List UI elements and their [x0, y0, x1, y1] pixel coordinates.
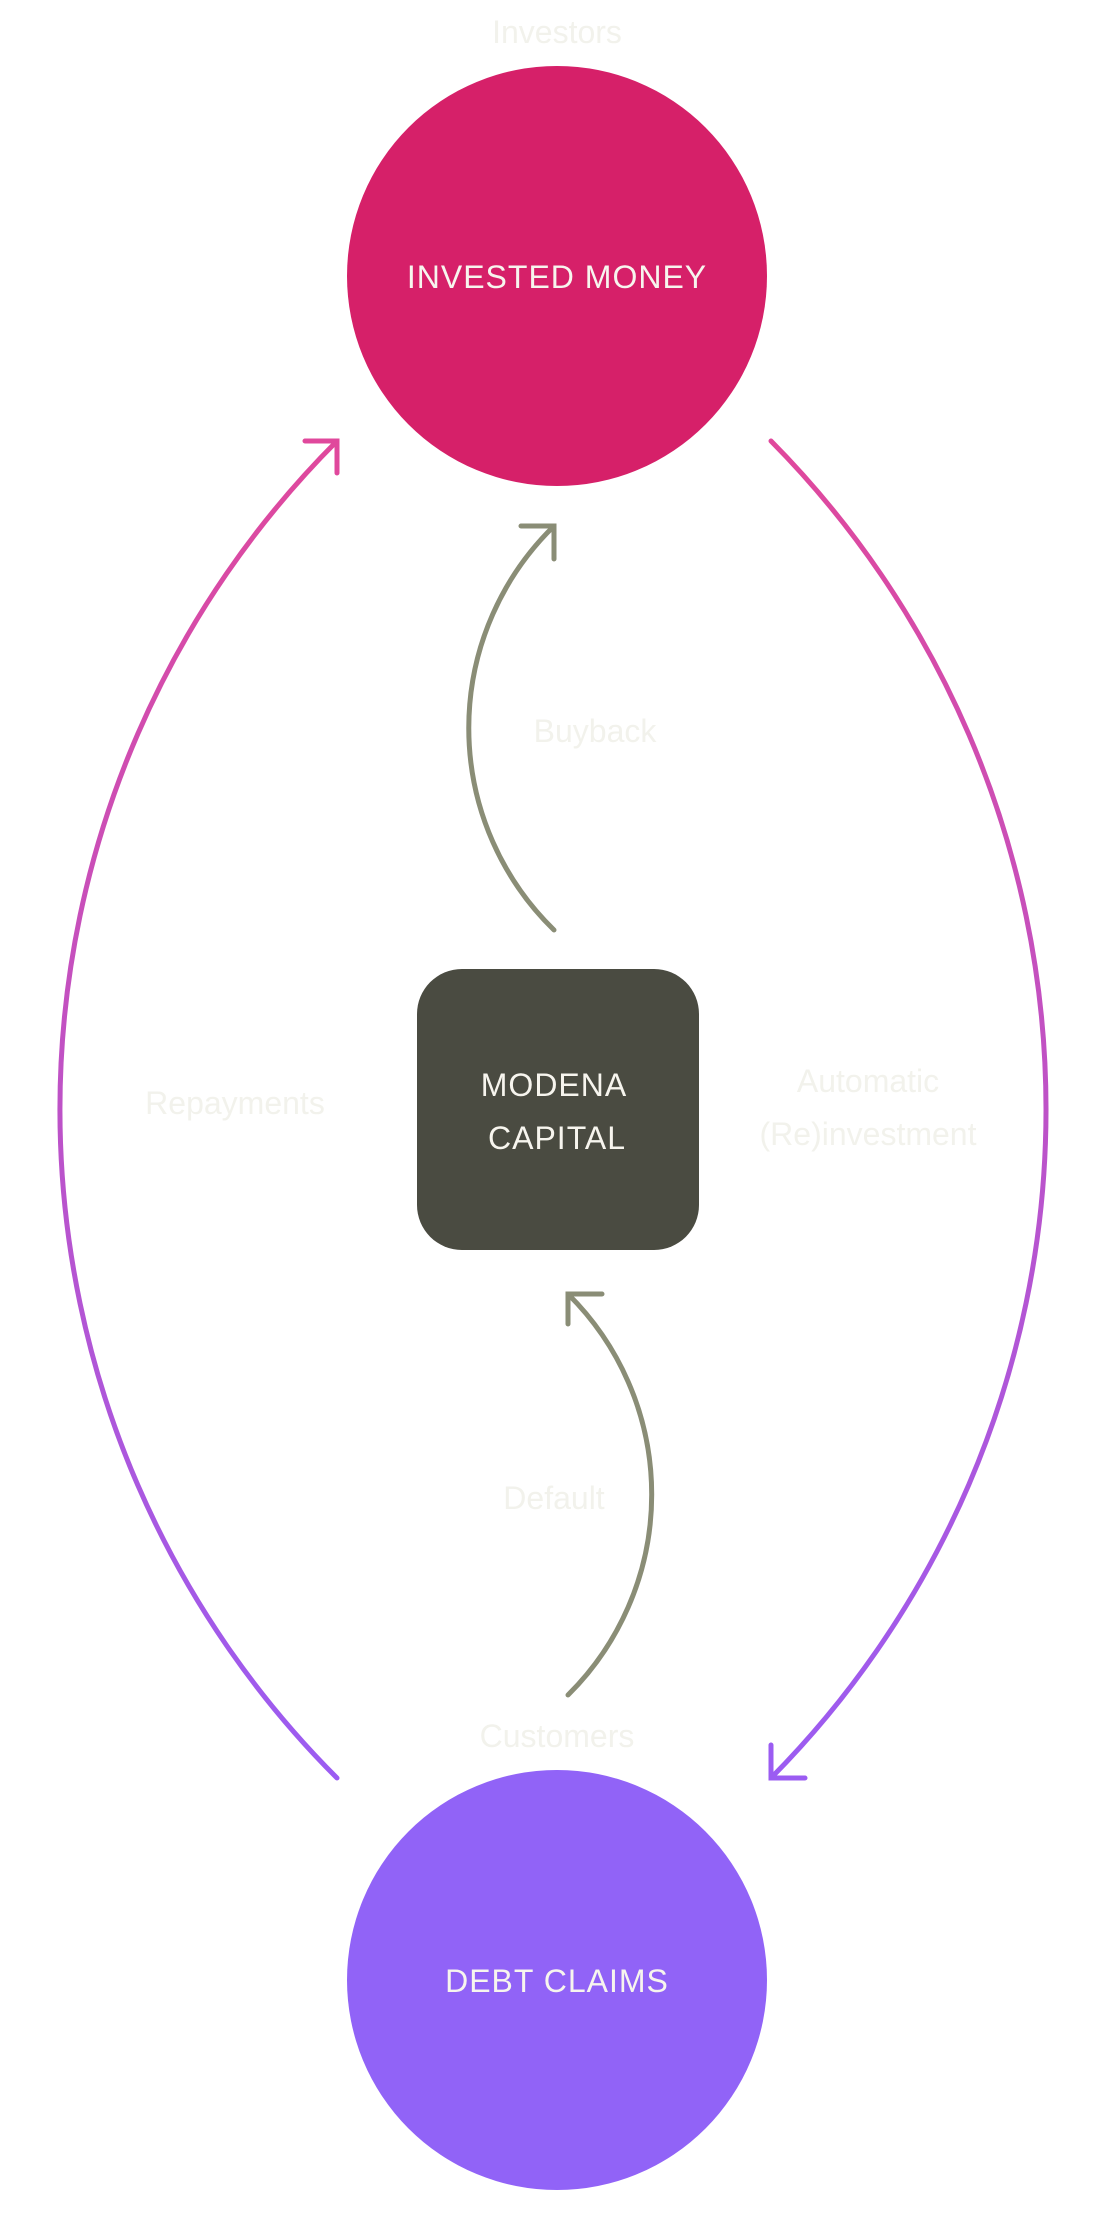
invested-money-node — [347, 66, 767, 486]
modena-capital-node — [417, 969, 699, 1250]
investors-label: Investors — [492, 14, 622, 50]
debt-claims-label: DEBT CLAIMS — [445, 1963, 669, 1999]
reinvestment-label: (Re)investment — [760, 1116, 977, 1152]
customers-label: Customers — [480, 1718, 635, 1754]
modena-label: MODENA — [481, 1067, 627, 1103]
capital-label: CAPITAL — [488, 1120, 626, 1156]
buyback-label: Buyback — [534, 713, 658, 749]
default-label: Default — [503, 1480, 605, 1516]
invested-money-label: INVESTED MONEY — [407, 259, 707, 295]
debt-claims-node — [347, 1770, 767, 2190]
default-arrow — [565, 1291, 655, 1698]
automatic-label: Automatic — [797, 1063, 939, 1099]
buyback-arrow — [466, 523, 557, 933]
repayments-arrow — [57, 438, 340, 1781]
repayments-label: Repayments — [145, 1085, 325, 1121]
reinvestment-arrow — [768, 438, 1049, 1781]
